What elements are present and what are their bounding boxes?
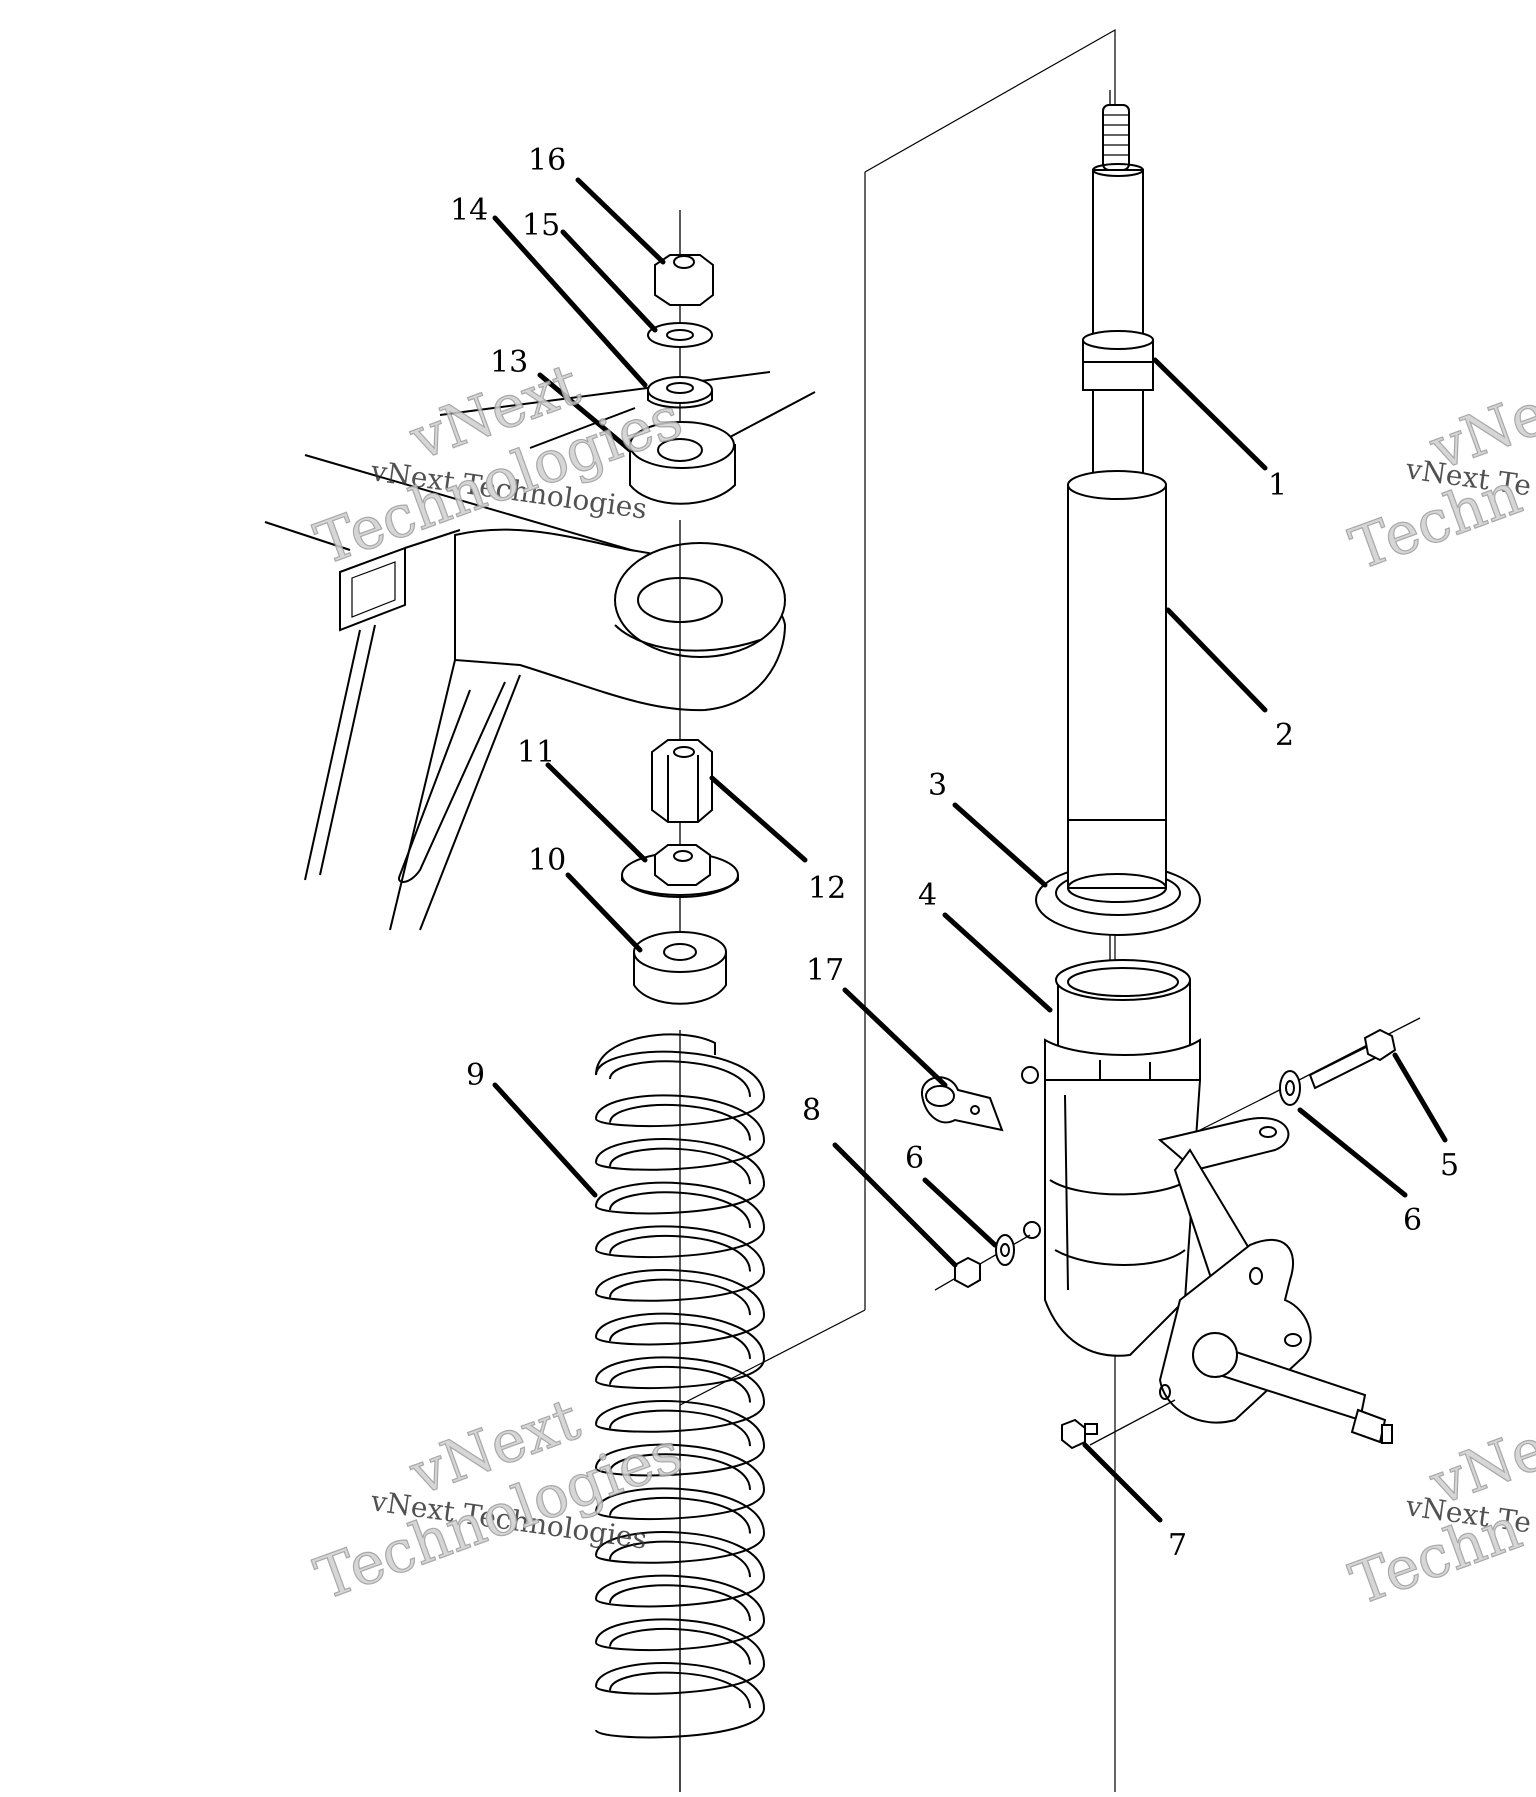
spring-coil-inner bbox=[609, 1235, 751, 1272]
callout-2: 2 bbox=[1275, 718, 1294, 753]
spring-coil bbox=[595, 1662, 766, 1739]
spring-coil bbox=[595, 1094, 766, 1171]
callout-3: 3 bbox=[928, 768, 947, 803]
spring-coil-inner bbox=[609, 1322, 751, 1359]
spring-coil-inner bbox=[609, 1060, 751, 1097]
spring-end bbox=[595, 1033, 716, 1076]
callout-labels: 1 2 3 4 5 6 6 7 8 9 10 11 12 13 14 15 16… bbox=[450, 143, 1459, 1563]
spring-coil bbox=[595, 1487, 766, 1564]
callout-16: 16 bbox=[528, 143, 566, 178]
callout-6-right: 6 bbox=[1403, 1203, 1422, 1238]
spring-coil-inner bbox=[609, 1671, 751, 1709]
spring-coil bbox=[595, 1618, 766, 1695]
callout-9: 9 bbox=[466, 1058, 485, 1093]
callout-4: 4 bbox=[918, 878, 937, 913]
watermark-lower-right: vNe vNext Te Techn bbox=[1341, 1413, 1536, 1618]
spring-coil-inner bbox=[609, 1366, 751, 1403]
coil-spring bbox=[595, 1033, 766, 1739]
callout-14: 14 bbox=[450, 193, 488, 228]
callout-6-left: 6 bbox=[905, 1141, 924, 1176]
callout-1: 1 bbox=[1268, 468, 1287, 503]
strut-housing bbox=[1021, 959, 1393, 1444]
spring-coil bbox=[595, 1225, 766, 1302]
spring-coil bbox=[595, 1269, 766, 1346]
spring-coil bbox=[595, 1574, 766, 1652]
callout-5: 5 bbox=[1440, 1148, 1459, 1183]
callout-17: 17 bbox=[806, 953, 844, 988]
callout-7: 7 bbox=[1168, 1528, 1187, 1563]
thread-lines bbox=[1103, 114, 1129, 156]
callout-10: 10 bbox=[528, 843, 566, 878]
callout-13: 13 bbox=[490, 345, 528, 380]
spring-coil bbox=[595, 1138, 766, 1215]
spring-coil bbox=[595, 1356, 766, 1433]
spring-coil-inner bbox=[609, 1278, 751, 1316]
shock-absorber bbox=[1035, 90, 1201, 1090]
spring-coil bbox=[595, 1312, 766, 1390]
lower-hardware-stack bbox=[621, 739, 739, 1792]
callout-8: 8 bbox=[802, 1093, 821, 1128]
spring-coil-inner bbox=[609, 1409, 751, 1447]
spring-coil-inner bbox=[609, 1191, 751, 1228]
spring-coil-inner bbox=[609, 1104, 751, 1141]
spring-coil-inner bbox=[609, 1147, 751, 1185]
callout-11: 11 bbox=[517, 735, 555, 770]
frame-arm bbox=[264, 371, 816, 1000]
spring-coil bbox=[595, 1050, 766, 1128]
spring-coil-inner bbox=[609, 1584, 751, 1621]
callout-15: 15 bbox=[522, 208, 560, 243]
spring-coil-inner bbox=[609, 1628, 751, 1665]
leader-lines bbox=[492, 177, 1448, 1523]
spring-coil bbox=[595, 1531, 766, 1608]
spring-coil-inner bbox=[609, 1540, 751, 1578]
spring-coil bbox=[595, 1181, 766, 1259]
spring-coil bbox=[595, 1443, 766, 1521]
spring-coil-inner bbox=[609, 1453, 751, 1490]
watermark-upper-right: vNe vNext Te Techn bbox=[1341, 378, 1536, 583]
top-hardware-stack bbox=[629, 210, 736, 505]
spring-coil-inner bbox=[609, 1497, 751, 1534]
spring-coil bbox=[595, 1400, 766, 1477]
bolt-and-washer bbox=[1259, 1017, 1421, 1106]
clamp-hardware bbox=[920, 1076, 1176, 1450]
callout-12: 12 bbox=[808, 871, 846, 906]
